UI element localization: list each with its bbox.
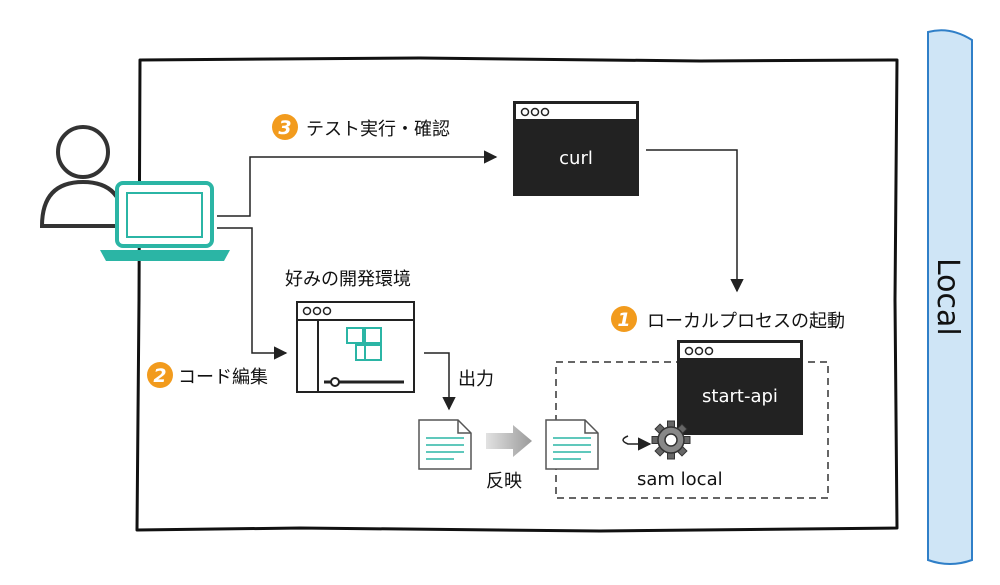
ide-label: 好みの開発環境 bbox=[285, 269, 411, 290]
step-1-label: ローカルプロセスの起動 bbox=[647, 311, 845, 332]
curl-terminal: curl bbox=[513, 101, 639, 196]
step-2-label: コード編集 bbox=[178, 367, 268, 388]
start-api-terminal: start-api bbox=[677, 340, 803, 435]
loop-arrow-icon bbox=[622, 435, 652, 451]
ide-window bbox=[296, 301, 415, 393]
start-api-label: start-api bbox=[702, 386, 778, 407]
step-2-number: 2 bbox=[153, 365, 166, 387]
step-3-badge bbox=[272, 114, 298, 140]
step-3-number: 3 bbox=[278, 117, 291, 139]
step-1-badge bbox=[611, 306, 637, 332]
ide-slider-knob bbox=[330, 377, 340, 387]
reflect-arrow bbox=[486, 425, 532, 457]
step-2-badge bbox=[147, 362, 173, 388]
step-1: 1 ローカルプロセスの起動 bbox=[611, 306, 845, 332]
source-document-icon bbox=[418, 419, 472, 470]
connector-test bbox=[217, 150, 498, 217]
local-boundary bbox=[135, 56, 899, 533]
step-1-number: 1 bbox=[617, 309, 630, 331]
step-3: 3 テスト実行・確認 bbox=[272, 114, 450, 140]
output-label: 出力 bbox=[458, 369, 494, 390]
reflect-label: 反映 bbox=[486, 471, 522, 492]
connector-edit bbox=[217, 227, 288, 360]
local-label: Local bbox=[930, 258, 965, 336]
sam-local-label: sam local bbox=[637, 469, 723, 490]
step-2: 2 コード編集 bbox=[147, 362, 268, 388]
laptop-icon bbox=[100, 181, 230, 261]
curl-label: curl bbox=[559, 148, 593, 169]
cubes-icon bbox=[346, 327, 382, 361]
built-document-icon bbox=[545, 419, 599, 470]
connector-output bbox=[424, 352, 456, 411]
connector-request bbox=[646, 149, 744, 293]
gear-icon bbox=[651, 420, 691, 460]
local-panel: Local bbox=[927, 29, 973, 565]
user-icon bbox=[39, 125, 127, 228]
step-3-label: テスト実行・確認 bbox=[306, 119, 450, 140]
